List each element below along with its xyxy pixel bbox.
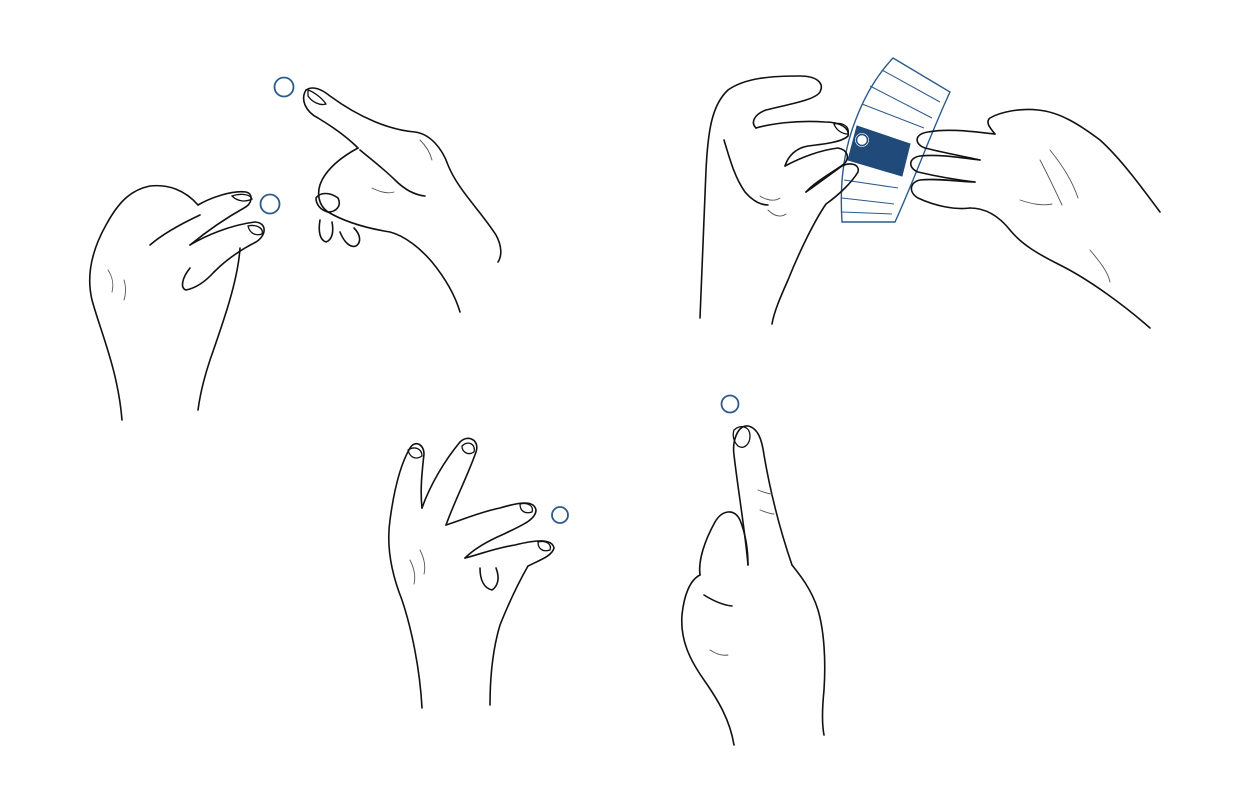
touch-point-indicator-icon bbox=[551, 506, 569, 524]
touch-point-indicator-icon bbox=[855, 133, 869, 147]
touch-point-indicator-icon bbox=[259, 193, 281, 215]
panel-pinch bbox=[387, 437, 569, 709]
hand-icon bbox=[680, 425, 826, 746]
left-hand-icon bbox=[699, 75, 860, 325]
panel-picker-wheel bbox=[699, 57, 1161, 329]
panel-two-hand-pinch bbox=[88, 76, 502, 421]
right-hand-icon bbox=[909, 108, 1161, 329]
left-hand-icon bbox=[88, 184, 265, 421]
hand-icon bbox=[387, 437, 555, 709]
touch-point-indicator-icon bbox=[273, 76, 295, 98]
picker-wheel-icon bbox=[840, 57, 951, 223]
panel-tap bbox=[680, 394, 826, 746]
right-hand-icon bbox=[302, 87, 502, 313]
touch-point-indicator-icon bbox=[720, 394, 740, 414]
